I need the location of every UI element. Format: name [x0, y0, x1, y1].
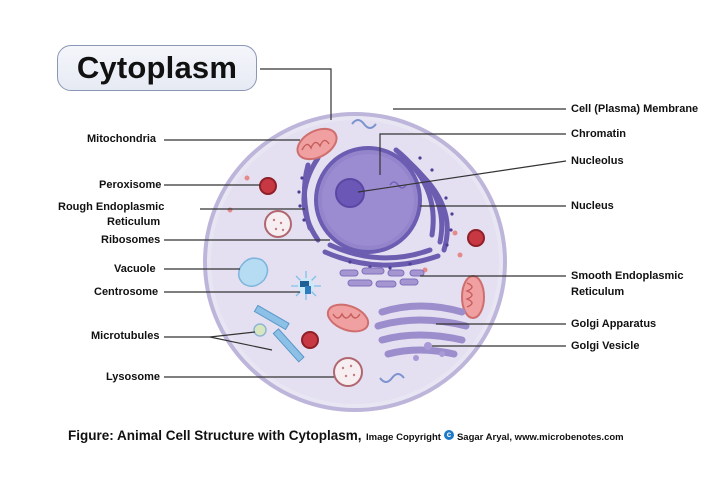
- caption-main: Figure: Animal Cell Structure with Cytop…: [68, 428, 362, 443]
- red-vesicle-right: [467, 229, 485, 247]
- label-mitochondria: Mitochondria: [87, 133, 157, 145]
- microtubules: [253, 304, 305, 363]
- label-smooth-er-line1: Smooth Endoplasmic: [571, 270, 684, 282]
- label-smooth-er-line2: Reticulum: [571, 286, 625, 298]
- vesicle-left-dots: [272, 218, 285, 232]
- cytoskeleton-squiggle-top: [351, 119, 377, 129]
- mitochondrion-bottom: [326, 303, 370, 333]
- label-golgi-apparatus: Golgi Apparatus: [571, 318, 657, 330]
- mitochondrion-top: [296, 127, 338, 161]
- centrosome: [291, 271, 321, 300]
- label-lysosome: Lysosome: [106, 371, 161, 383]
- label-rough-er-line2: Reticulum: [107, 216, 161, 228]
- figure-caption: Figure: Animal Cell Structure with Cytop…: [68, 427, 624, 445]
- label-nucleolus: Nucleolus: [571, 155, 624, 167]
- label-nucleus: Nucleus: [571, 200, 614, 212]
- page-title: Cytoplasm: [76, 50, 238, 85]
- smooth-er: [339, 267, 425, 288]
- cytoskeleton-squiggle-bottom: [379, 373, 405, 383]
- label-peroxisome: Peroxisome: [99, 179, 162, 191]
- caption-copyright-suffix: Sagar Aryal, www.microbenotes.com: [456, 432, 624, 443]
- caption-copyright-prefix: Image Copyright: [366, 432, 441, 443]
- label-microtubules: Microtubules: [91, 330, 160, 342]
- vesicle-left: [264, 210, 292, 238]
- golgi-vesicles: [413, 342, 445, 361]
- title-box: Cytoplasm: [57, 45, 257, 91]
- label-centrosome: Centrosome: [94, 286, 159, 298]
- red-vesicle-bottom: [301, 331, 319, 349]
- label-ribosomes: Ribosomes: [101, 234, 161, 246]
- chromatin-squiggle: [389, 181, 407, 189]
- peroxisome: [259, 177, 277, 195]
- label-chromatin: Chromatin: [571, 128, 626, 140]
- label-rough-er-line1: Rough Endoplasmic: [58, 201, 165, 213]
- nucleoplasm-texture: [322, 154, 414, 246]
- label-golgi-vesicle: Golgi Vesicle: [571, 340, 640, 352]
- mitochondrion-right: [461, 275, 485, 319]
- rough-er: [301, 147, 450, 268]
- label-vacuole: Vacuole: [114, 263, 156, 275]
- leader-lines: [164, 68, 567, 378]
- label-cell-membrane: Cell (Plasma) Membrane: [571, 103, 699, 115]
- lysosome-dots: [341, 364, 356, 378]
- lysosome: [333, 357, 363, 387]
- ribosome-dots: [297, 156, 454, 270]
- golgi-apparatus: [374, 302, 470, 358]
- nucleolus: [335, 178, 365, 208]
- copyright-icon: c: [443, 429, 454, 440]
- vacuole: [237, 257, 269, 287]
